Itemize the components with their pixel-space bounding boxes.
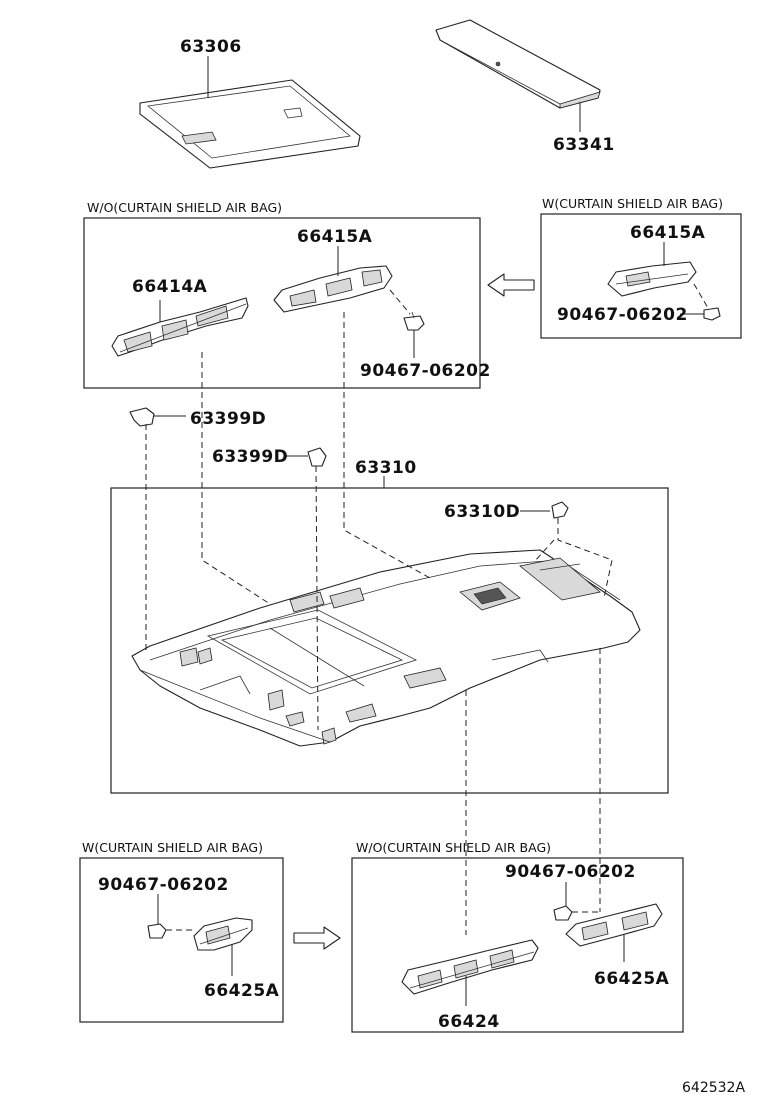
diagram-reference: 642532A <box>682 1080 745 1096</box>
box-main <box>110 487 669 794</box>
arrow-left-icon <box>487 273 535 297</box>
part-number-66414a: 66414A <box>132 277 208 297</box>
sunshade-panel-63306 <box>139 79 361 169</box>
bracket-66415a-left <box>273 265 393 313</box>
part-number-66424: 66424 <box>438 1012 500 1032</box>
clip-90467-bottom-right <box>553 905 573 921</box>
box-bottom-right <box>351 857 684 1033</box>
clip-90467-left <box>403 311 425 331</box>
part-number-63310: 63310 <box>355 458 417 478</box>
part-number-90467-right: 90467-06202 <box>557 305 688 325</box>
clip-63310d <box>551 501 569 519</box>
part-number-90467-bottom-left: 90467-06202 <box>98 875 229 895</box>
part-number-90467-bottom-right: 90467-06202 <box>505 862 636 882</box>
headliner-63310 <box>131 549 641 747</box>
bracket-66425a-bottom-left <box>193 917 253 951</box>
caption-top-left: W/O(CURTAIN SHIELD AIR BAG) <box>87 200 282 215</box>
arrow-right-icon <box>293 926 341 950</box>
part-number-90467-left: 90467-06202 <box>360 361 491 381</box>
box-bottom-left <box>79 857 284 1023</box>
bracket-66415a-right <box>607 261 697 297</box>
part-number-63341: 63341 <box>553 135 615 155</box>
caption-bottom-left: W(CURTAIN SHIELD AIR BAG) <box>82 840 263 855</box>
part-number-63399d-b: 63399D <box>212 447 288 467</box>
clip-63399d-b <box>307 447 327 467</box>
bracket-66414a <box>111 297 249 357</box>
clip-63399d-a <box>129 407 155 427</box>
part-number-63310d: 63310D <box>444 502 520 522</box>
part-number-66415a-left: 66415A <box>297 227 373 247</box>
clip-90467-right <box>703 307 721 321</box>
part-number-63306: 63306 <box>180 37 242 57</box>
box-top-right <box>540 213 742 339</box>
clip-90467-bottom-left <box>147 923 167 939</box>
box-top-left <box>83 217 481 389</box>
part-number-66425a-bottom-left: 66425A <box>204 981 280 1001</box>
caption-top-right: W(CURTAIN SHIELD AIR BAG) <box>542 196 723 211</box>
part-number-66415a-right: 66415A <box>630 223 706 243</box>
part-number-66425a-bottom-right: 66425A <box>594 969 670 989</box>
roof-panel-63341 <box>435 19 601 109</box>
caption-bottom-right: W/O(CURTAIN SHIELD AIR BAG) <box>356 840 551 855</box>
bracket-66425a-bottom-right <box>565 903 663 947</box>
bracket-66424 <box>401 939 539 995</box>
part-number-63399d-a: 63399D <box>190 409 266 429</box>
